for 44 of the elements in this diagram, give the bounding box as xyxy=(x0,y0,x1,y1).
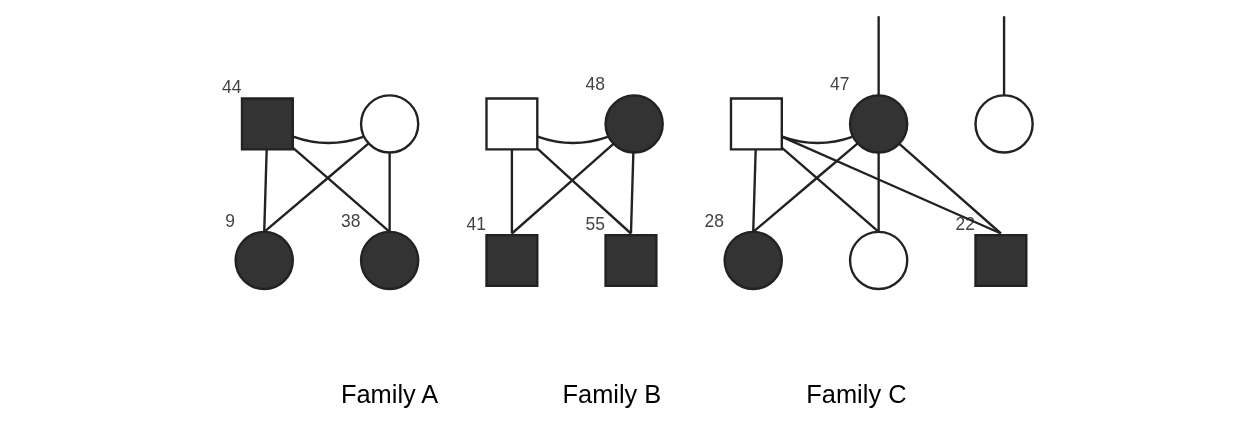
connector xyxy=(1002,16,1005,96)
label: Family C xyxy=(805,380,906,409)
node-circle xyxy=(973,94,1034,154)
node-circle xyxy=(233,230,294,291)
node-box xyxy=(484,97,538,151)
node-label: 48 xyxy=(585,74,605,95)
node-box xyxy=(973,233,1027,288)
node-label: 38 xyxy=(340,210,360,231)
connector xyxy=(751,142,858,233)
connector xyxy=(781,135,853,145)
node-label: 55 xyxy=(585,214,605,234)
node-label: 41 xyxy=(465,214,486,234)
connector xyxy=(292,147,390,233)
node-circle xyxy=(848,230,908,291)
label: Family A xyxy=(340,380,438,409)
node-circle xyxy=(359,230,419,291)
node-circle xyxy=(722,230,783,291)
node-box xyxy=(240,97,294,151)
node-box xyxy=(484,233,538,288)
connector xyxy=(876,152,880,232)
connector xyxy=(262,149,268,232)
connector xyxy=(510,142,614,235)
connector xyxy=(876,16,880,96)
connector xyxy=(536,148,632,235)
connector xyxy=(387,152,391,232)
connector xyxy=(292,135,364,145)
connector xyxy=(781,147,879,233)
connector xyxy=(751,149,757,232)
node-circle xyxy=(848,94,908,154)
node-label: 44 xyxy=(221,77,241,98)
node-label: 9 xyxy=(224,210,235,231)
connector xyxy=(510,149,513,234)
node-box xyxy=(603,233,658,288)
node-label: 47 xyxy=(829,74,849,95)
connector xyxy=(262,142,369,233)
node-circle xyxy=(359,94,419,154)
node-label: 28 xyxy=(704,210,724,231)
connector xyxy=(781,135,1001,235)
connector xyxy=(536,135,608,145)
connector xyxy=(898,142,1002,235)
label: Family B xyxy=(562,380,661,409)
node-circle xyxy=(603,94,664,154)
node-box xyxy=(729,97,783,151)
connector xyxy=(629,152,635,234)
